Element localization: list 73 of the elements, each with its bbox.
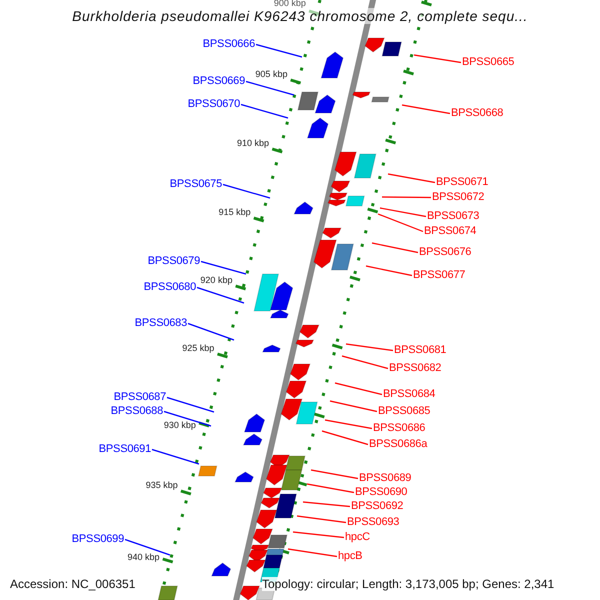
gene-label: BPSS0682 <box>389 362 442 375</box>
leader-line <box>292 531 344 538</box>
leader-line <box>200 260 246 275</box>
gene-label: BPSS0686a <box>369 438 428 451</box>
gene-label: BPSS0679 <box>148 255 200 268</box>
info-text: Accession: NC_006351 <box>10 577 136 591</box>
leader-line <box>306 483 354 494</box>
gene-label: BPSS0680 <box>144 281 196 294</box>
gene-label: BPSS0683 <box>134 317 187 330</box>
leader-line <box>378 213 424 232</box>
leader-line <box>256 44 302 58</box>
leader-line <box>164 410 212 427</box>
leader-line <box>124 538 170 556</box>
gene-label: BPSS0685 <box>378 405 430 418</box>
gene-label: hpcC <box>345 531 370 544</box>
leader-line <box>330 400 378 412</box>
gene-label: BPSS0692 <box>351 500 404 513</box>
leader-line <box>334 382 382 396</box>
gene-label: BPSS0675 <box>170 178 222 191</box>
gene-label: BPSS0687 <box>114 391 166 404</box>
scale-label: 935 kbp <box>146 480 178 491</box>
leader-line <box>388 173 436 184</box>
gene-label: BPSS0677 <box>413 269 466 282</box>
leader-line <box>188 322 234 341</box>
gene-label: BPSS0686 <box>373 422 426 435</box>
gene-label: BPSS0690 <box>355 486 408 499</box>
leader-line <box>366 265 412 276</box>
leader-line <box>322 430 368 446</box>
leader-line <box>196 286 244 304</box>
leader-line <box>380 207 426 218</box>
gene-label: hpcB <box>338 550 362 563</box>
scale-label: 940 kbp <box>128 552 160 563</box>
scale-label: 915 kbp <box>218 207 251 218</box>
leader-line <box>372 242 418 254</box>
gene-label: BPSS0671 <box>436 176 488 189</box>
leader-line <box>166 396 214 413</box>
gene-label: BPSS0688 <box>110 405 163 418</box>
leader-line <box>152 448 200 465</box>
scale-label: 905 kbp <box>255 69 288 80</box>
leader-line <box>296 515 346 524</box>
scale-label: 925 kbp <box>182 343 214 354</box>
leader-line <box>310 469 358 480</box>
gene-label: BPSS0689 <box>359 472 412 485</box>
scale-label: 930 kbp <box>164 420 196 431</box>
gene-label: BPSS0672 <box>432 191 484 204</box>
info-text: Topology: circular; Length: 3,173,005 bp; Genes: 2,341 <box>262 577 554 591</box>
title: Burkholderia pseudomallei K96243 chromosome 2, complete sequ... <box>72 8 528 24</box>
gene-label: BPSS0669 <box>192 75 245 88</box>
gene-label: BPSS0670 <box>188 98 240 111</box>
leader-line <box>302 501 350 508</box>
gene-label: BPSS0676 <box>419 246 472 259</box>
leader-line <box>382 196 431 198</box>
leader-line <box>414 54 462 64</box>
leader-line <box>324 419 372 430</box>
scale-label: 910 kbp <box>237 138 270 149</box>
gene-label: BPSS0668 <box>451 107 504 120</box>
gene-label: BPSS0693 <box>347 516 400 529</box>
leader-line <box>288 548 338 558</box>
leader-line <box>240 104 288 119</box>
gene-label: BPSS0691 <box>98 443 151 456</box>
leader-line <box>342 355 388 370</box>
gene-label: BPSS0665 <box>462 56 514 69</box>
leader-line <box>402 104 450 114</box>
leader-line <box>246 80 294 96</box>
gene-label: BPSS0684 <box>383 388 436 401</box>
gene-label: BPSS0673 <box>427 210 480 223</box>
scale-label: 920 kbp <box>200 275 232 286</box>
gene-label: BPSS0681 <box>394 344 446 357</box>
gene-label: BPSS0674 <box>424 225 476 238</box>
gene-label: BPSS0666 <box>202 38 255 51</box>
leader-line <box>346 343 394 352</box>
leader-line <box>222 184 270 199</box>
gene-label: BPSS0699 <box>72 533 124 546</box>
